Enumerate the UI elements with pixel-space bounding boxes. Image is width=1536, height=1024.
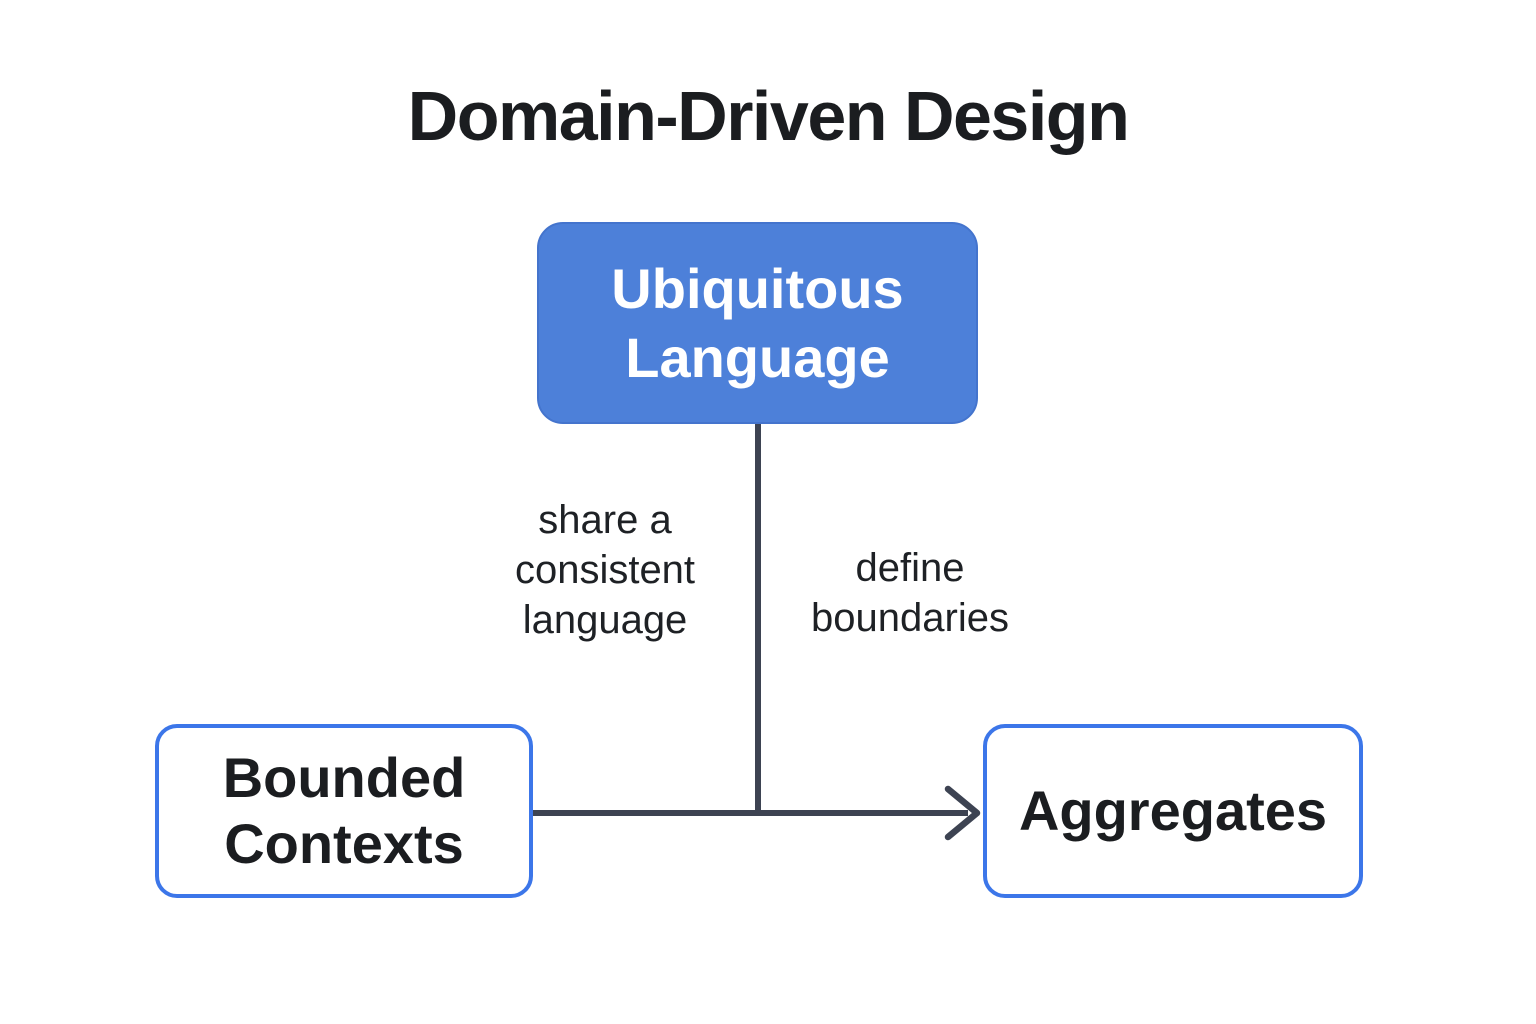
node-bounded-contexts: Bounded Contexts: [155, 724, 533, 898]
node-ubiquitous-language: Ubiquitous Language: [537, 222, 978, 424]
arrowhead-right-icon: [944, 785, 981, 841]
diagram-title: Domain-Driven Design: [407, 77, 1130, 155]
node-aggregates: Aggregates: [983, 724, 1363, 898]
node-ubiquitous-language-label: Ubiquitous Language: [611, 256, 904, 389]
edge-label-share-consistent-language: share a consistent language: [514, 498, 696, 642]
edge-label-define-boundaries: define boundaries: [811, 546, 1009, 640]
node-bounded-contexts-label: Bounded Contexts: [222, 745, 466, 875]
node-aggregates-label: Aggregates: [1018, 778, 1328, 842]
